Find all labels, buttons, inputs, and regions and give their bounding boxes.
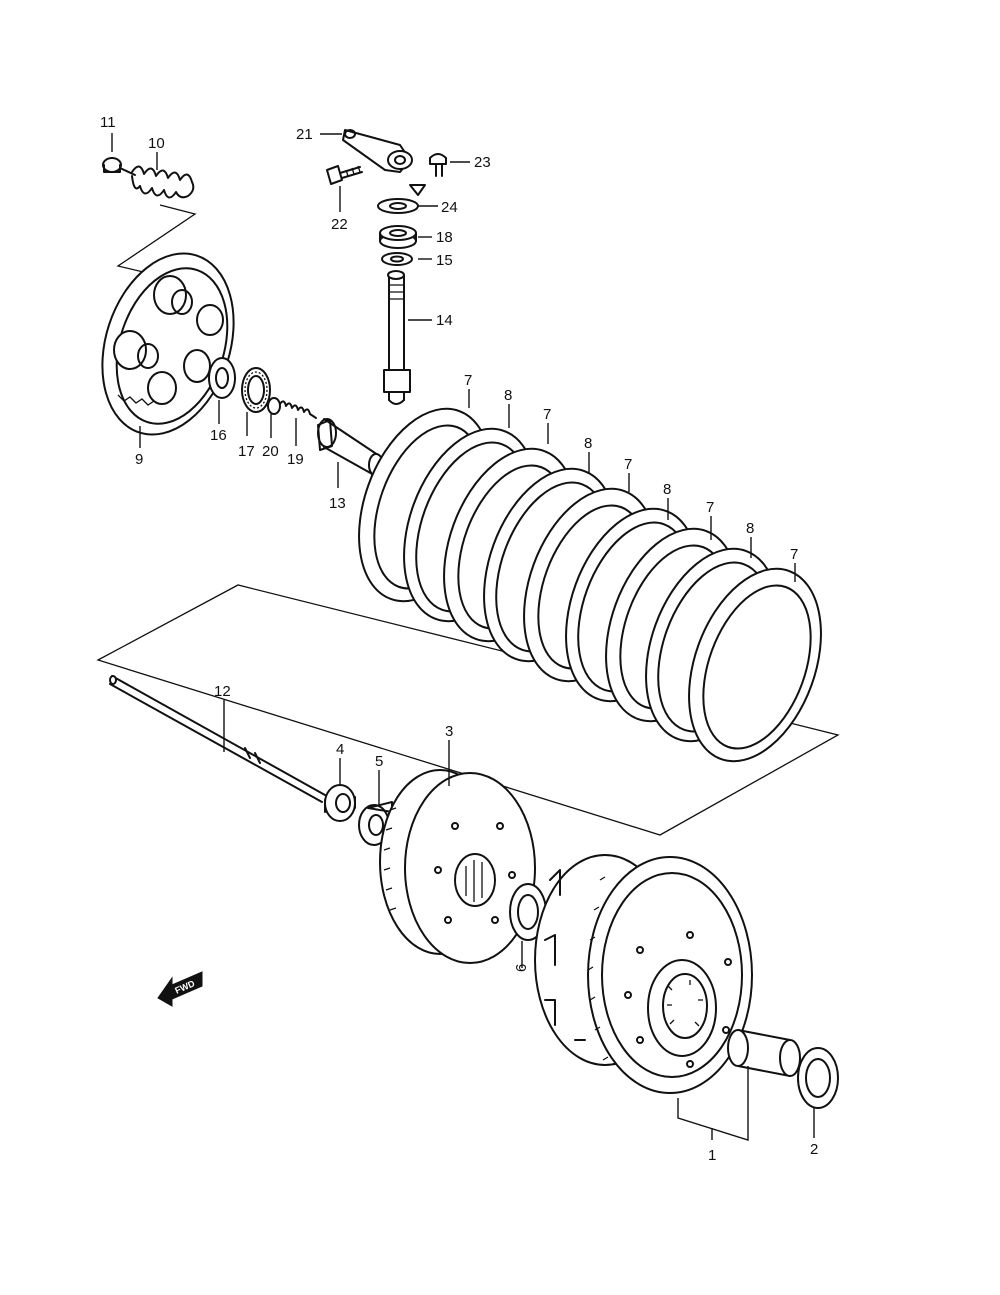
label-part-3: 3 [445,723,453,740]
label-part-20: 20 [262,443,279,460]
label-part-15: 15 [436,252,453,269]
label-part-23: 23 [474,154,491,171]
label-part-7d: 7 [706,499,714,516]
label-part-9: 9 [135,451,143,468]
label-part-6: 6 [513,964,530,972]
camshaft-washer [381,252,413,266]
center-nut [324,784,356,822]
adjusting-nut [267,397,281,415]
label-part-19: 19 [287,451,304,468]
outer-washer [797,1047,839,1109]
label-part-14: 14 [436,312,453,329]
label-part-24: 24 [441,199,458,216]
pressure-plate [101,252,235,436]
release-arm [342,129,426,196]
screw-23 [429,153,447,177]
adjusting-screw [279,400,317,419]
label-part-10: 10 [148,135,165,152]
label-part-17: 17 [238,443,255,460]
label-part-7c: 7 [624,456,632,473]
label-part-4: 4 [336,741,344,758]
thrust-bearing [241,367,271,413]
release-camshaft [383,270,411,405]
label-part-7e: 7 [790,546,798,563]
label-part-1: 1 [708,1147,716,1164]
label-part-18: 18 [436,229,453,246]
label-part-22: 22 [331,216,348,233]
label-part-8a: 8 [504,387,512,404]
label-part-11: 11 [100,114,116,131]
clutch-sleeve-hub [379,769,536,964]
push-rod [109,675,326,803]
pressure-plate-washer [208,357,236,399]
part-labels: 11 10 21 23 22 24 18 15 14 9 16 17 20 19… [100,114,818,1164]
label-part-7b: 7 [543,406,551,423]
pressure-plate-bolt [102,157,136,176]
oil-seal [379,225,417,249]
label-part-5: 5 [375,753,383,770]
leader-lines [111,133,815,1141]
label-part-7a: 7 [464,372,472,389]
label-part-12: 12 [214,683,231,700]
label-part-16: 16 [210,427,227,444]
spacer-sleeve [727,1029,801,1077]
push-piece [317,418,384,477]
label-part-8c: 8 [663,481,671,498]
release-washer [377,198,419,214]
label-part-2: 2 [810,1141,818,1158]
clutch-spring [131,165,195,199]
arm-bolt [326,165,363,185]
friction-plate [688,567,822,763]
label-part-13: 13 [329,495,346,512]
label-part-8b: 8 [584,435,592,452]
primary-driven-gear-assembly [534,854,753,1094]
label-part-8d: 8 [746,520,754,537]
label-part-21: 21 [296,126,313,143]
fwd-arrow-icon: FWD [157,971,203,1007]
clutch-plates [358,407,822,763]
